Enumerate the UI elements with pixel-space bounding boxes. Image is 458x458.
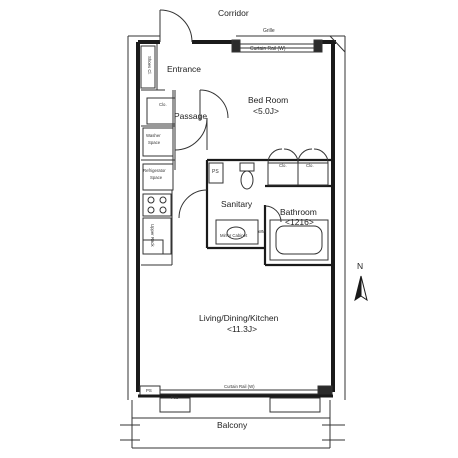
bathtub <box>269 219 329 261</box>
top-window <box>231 39 323 53</box>
parapet-lines <box>120 35 346 449</box>
curtain-rail-top-label: Curtain Rail (W) <box>250 46 286 52</box>
passage-door <box>174 89 229 151</box>
grille-label: Grille <box>263 28 275 34</box>
ldk-name: Living/Dining/Kitchen <box>199 313 279 323</box>
refrigerator-space-label-2: Space <box>150 175 163 180</box>
service-column <box>140 44 176 265</box>
bottom-window <box>138 385 333 413</box>
balcony-label: Balcony <box>217 420 248 430</box>
bathroom-size: <1216> <box>285 217 314 227</box>
shoes-closet-label: Shoes Cl. <box>146 56 152 75</box>
bedroom-size: <5.0J> <box>253 106 279 116</box>
curtain-rail-bottom-label: Curtain Rail (W) <box>224 384 255 389</box>
exterior-walls <box>136 40 336 392</box>
washer-space-label-1: Washer <box>146 133 161 138</box>
sanitary-walls <box>205 158 333 267</box>
ps-top-label: PS <box>212 169 219 175</box>
kitchen-counter <box>141 239 172 266</box>
entrance-door <box>159 9 193 43</box>
compass-north-label: N <box>357 261 364 271</box>
bedroom-closet-label-1: Clo. <box>279 163 287 168</box>
wm-label: WM <box>258 229 266 234</box>
ps-bottom-label: PS <box>146 388 152 393</box>
bedroom-name: Bed Room <box>248 95 289 105</box>
passage-label: Passage <box>174 111 208 121</box>
fcu-label: Fcu <box>171 395 179 400</box>
washer-space-label-2: Space <box>148 140 161 145</box>
refrigerator-space-label-1: Refrigerator <box>143 168 166 173</box>
sanitary-fixtures <box>178 162 282 245</box>
upper-rack-label: Upper Rack <box>149 224 155 247</box>
bedroom-closets <box>267 148 329 186</box>
sanitary-label: Sanitary <box>221 199 253 209</box>
entrance-label: Entrance <box>167 64 202 74</box>
bedroom-closet-label-2: Clo. <box>306 163 314 168</box>
passage-closet-label: Clo. <box>159 102 167 107</box>
corridor-label: Corridor <box>218 8 249 18</box>
ldk-size: <11.3J> <box>227 324 258 334</box>
compass-icon <box>354 275 368 302</box>
mirror-cabinet-label: Mirror Cabinet <box>220 233 248 238</box>
bathroom-name: Bathroom <box>280 207 317 217</box>
